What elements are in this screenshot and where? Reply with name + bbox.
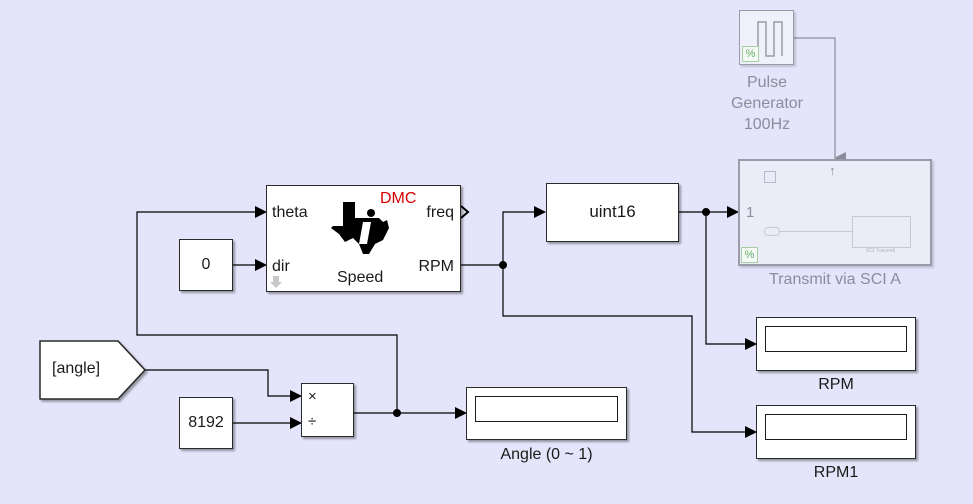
junction-dot [702,208,710,216]
inport-icon [764,227,780,236]
port-label-freq: freq [426,204,454,221]
pulse-generator-label: Pulse Generator 100Hz [722,72,812,135]
line-angle-to-theta [136,206,398,413]
inner-label: SCI Transmit [866,248,895,254]
display-rpm1-block[interactable] [756,405,916,459]
pulse-generator-block[interactable]: % [739,10,794,65]
dmc-badge: DMC [380,190,417,207]
sci-port-label: 1 [746,204,755,221]
constant-dir-block[interactable]: 0 [179,239,233,291]
convert-label: uint16 [589,202,636,221]
constant-8192-value: 8192 [188,414,224,431]
sci-transmit-block[interactable]: ↑ 1 SCI Transmit % [738,159,932,266]
trigger-icon: ↑ [829,163,836,178]
checkbox-icon [764,171,776,183]
label-line: Pulse [746,74,788,91]
percent-badge-icon: % [741,247,758,263]
port-label-rpm: RPM [418,258,454,275]
goto-angle-shape [39,340,147,400]
constant-dir-value: 0 [201,256,211,273]
arrow-down-icon [270,276,282,288]
line-rpm-to-convert [460,206,546,266]
speed-title: Speed [337,269,384,286]
label-line: Generator [730,95,804,112]
display-rpm-label: RPM [818,376,854,393]
product-block[interactable]: × ÷ [301,383,354,437]
constant-8192-block[interactable]: 8192 [179,397,233,449]
ti-logo-icon [331,202,389,254]
line-convert-to-rpm [705,212,757,350]
junction-dot [393,409,401,417]
display-rpm-block[interactable] [756,317,916,371]
line-angle-to-product [145,369,302,402]
junction-dot [499,261,507,269]
display-value-field [765,326,907,352]
multiply-op: × [308,388,317,405]
speed-block[interactable]: theta dir freq RPM DMC Speed [266,185,461,292]
percent-badge-icon: % [742,46,759,62]
display-angle-block[interactable] [466,387,627,440]
display-angle-label: Angle (0 ~ 1) [500,446,593,463]
line-rpm-to-rpm1 [502,265,757,438]
freq-port-chevron [460,205,470,219]
port-label-dir: dir [272,258,290,275]
display-value-field [765,414,907,440]
label-line: 100Hz [743,116,791,133]
inner-block [852,216,911,248]
display-value-field [475,396,618,422]
display-rpm1-label: RPM1 [813,464,859,481]
divide-op: ÷ [308,413,317,430]
data-type-conversion-block[interactable]: uint16 [546,183,679,242]
port-label-theta: theta [272,204,308,221]
pulse-wave-icon [748,21,783,57]
goto-angle-label: [angle] [52,360,101,377]
line-pulse-to-trigger [794,37,846,164]
sci-transmit-label: Transmit via SCI A [769,271,901,288]
inner-line [779,231,852,232]
